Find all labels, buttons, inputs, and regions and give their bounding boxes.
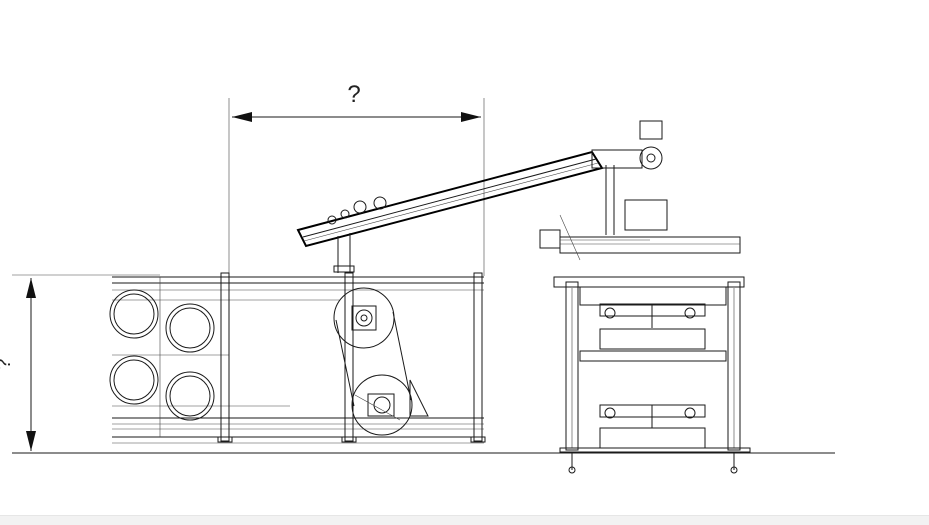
- window-bottom-edge: [0, 515, 929, 525]
- horizontal-dimension-label: ?: [347, 81, 360, 108]
- vertical-dimension-label: ?: [0, 358, 15, 369]
- press-frame: [539, 199, 751, 474]
- porthole-4: [165, 371, 215, 421]
- vertical-dimension: ?: [0, 274, 160, 451]
- horizontal-dimension: ?: [228, 81, 485, 276]
- porthole-2: [165, 303, 215, 353]
- tank-unit: [112, 272, 486, 444]
- porthole-3: [109, 355, 159, 405]
- portholes: [109, 289, 215, 421]
- conveyor: [296, 120, 663, 273]
- belt-drive: [333, 287, 413, 436]
- porthole-1: [109, 289, 159, 339]
